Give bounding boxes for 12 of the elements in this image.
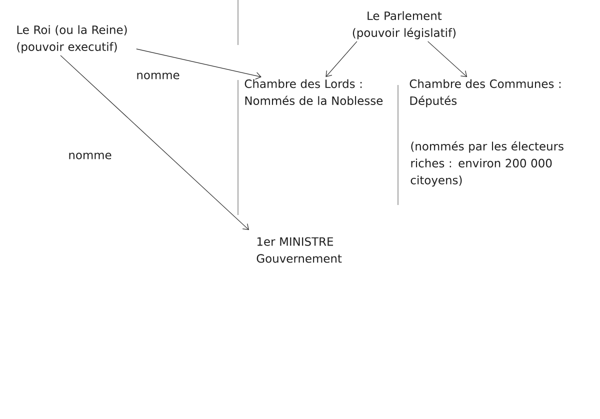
arrow [60, 55, 249, 230]
node-text: 1er MINISTRE Gouvernement [256, 237, 342, 263]
arrow [428, 41, 468, 77]
edge-label: nomme [135, 72, 181, 80]
note-text: (nommés par les électeurs riches : environ 200 000 citoyens) [410, 141, 564, 187]
node-text: Le Parlement (pouvoir législatif) [352, 11, 456, 40]
arrow [136, 48, 262, 80]
arrow [326, 41, 358, 77]
node-text: Chambre des Communes : Députés [410, 79, 561, 108]
node-text: Le Roi (ou la Reine) (pouvoir executif) [17, 25, 127, 54]
edge-label: nomme [67, 152, 113, 160]
node-text: Chambre des Lords : Nommés de la Noblesse [244, 79, 383, 105]
